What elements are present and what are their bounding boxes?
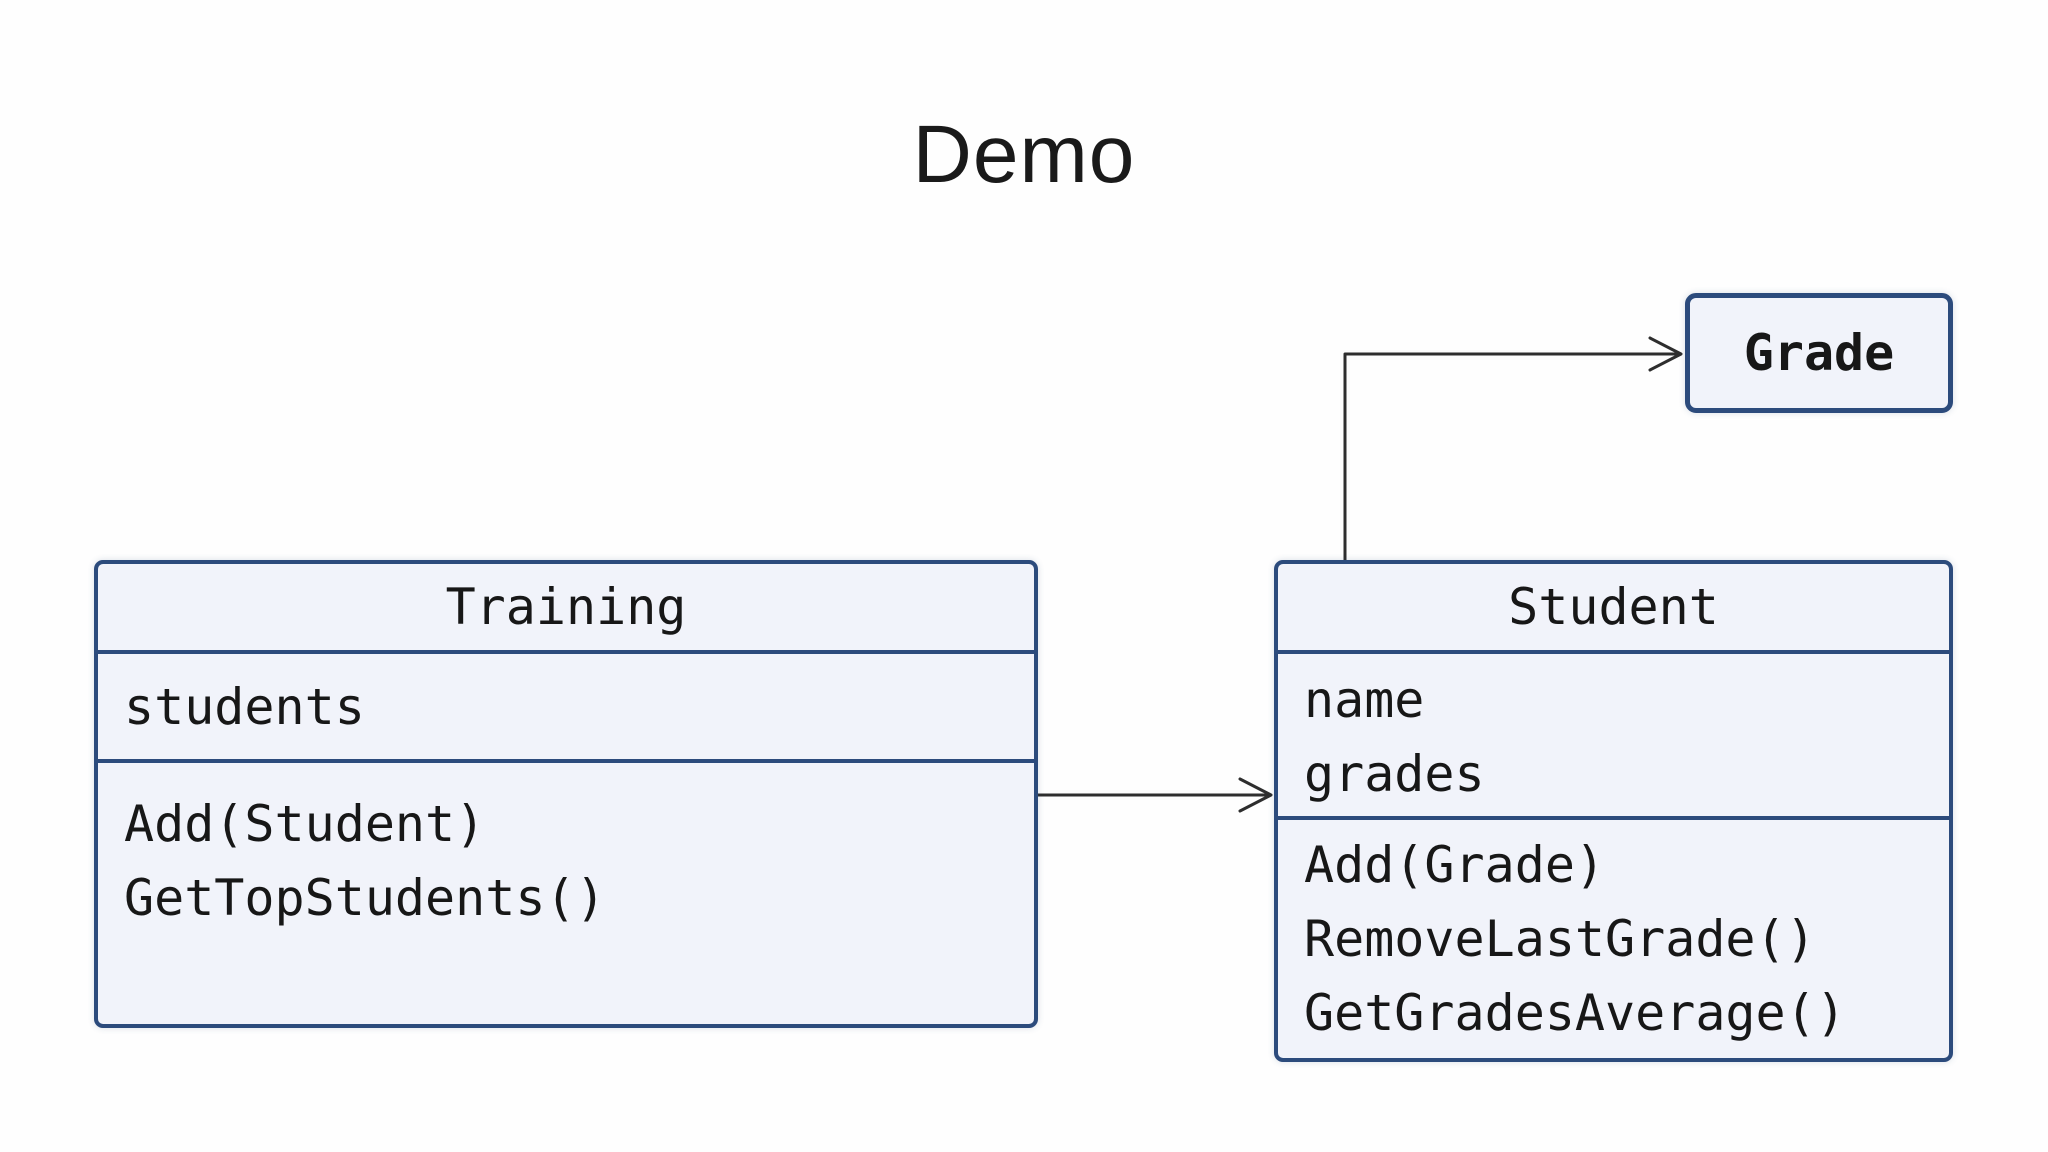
methods-compartment-student: Add(Grade) RemoveLastGrade() GetGradesAv… <box>1278 820 1949 1050</box>
class-name-student: Student <box>1278 564 1949 654</box>
method-remove-last-grade: RemoveLastGrade() <box>1304 910 1816 968</box>
class-box-training: Training students Add(Student) GetTopStu… <box>94 560 1038 1028</box>
class-name-grade: Grade <box>1743 324 1895 382</box>
method-add-grade: Add(Grade) <box>1304 836 1606 894</box>
method-add-student: Add(Student) <box>124 795 486 853</box>
class-box-student: Student name grades Add(Grade) RemoveLas… <box>1274 560 1953 1062</box>
attribute-grades: grades <box>1304 745 1485 803</box>
association-student-grade <box>1343 336 1683 560</box>
diagram-title: Demo <box>912 109 1136 200</box>
attribute-name: name <box>1304 671 1425 729</box>
class-name-training: Training <box>98 564 1034 654</box>
methods-compartment-training: Add(Student) GetTopStudents() <box>98 763 1034 935</box>
attributes-compartment-student: name grades <box>1278 654 1949 820</box>
attributes-compartment-training: students <box>98 654 1034 763</box>
method-get-grades-average: GetGradesAverage() <box>1304 984 1846 1042</box>
attribute-students: students <box>124 677 365 736</box>
class-box-grade: Grade <box>1685 293 1953 413</box>
association-training-student <box>1038 777 1273 813</box>
method-get-top-students: GetTopStudents() <box>124 869 606 927</box>
